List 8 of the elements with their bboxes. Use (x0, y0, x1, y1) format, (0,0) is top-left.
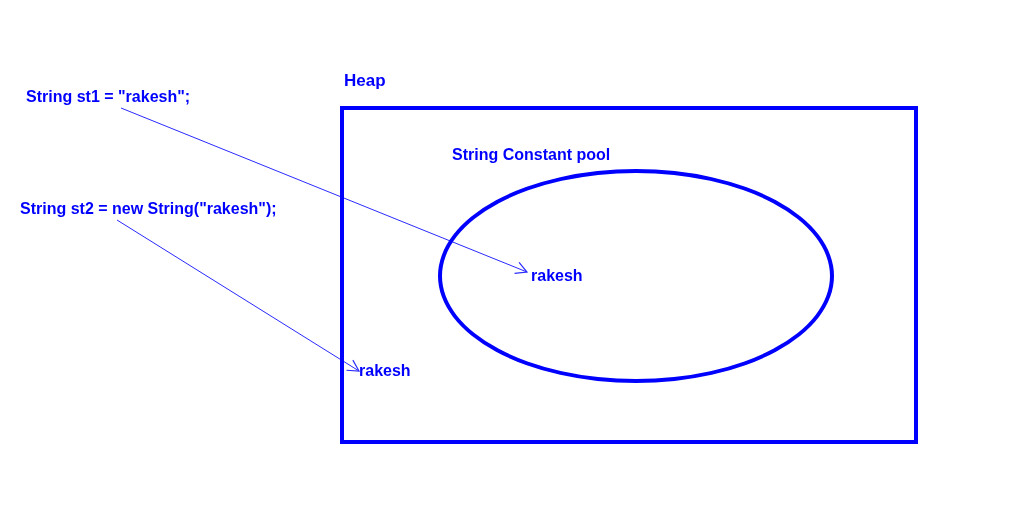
code-text: rakesh (359, 360, 421, 382)
arrow (120, 107, 528, 275)
arrow (116, 219, 360, 372)
heading-text: Heap (344, 70, 386, 92)
heading-text: String Constant pool (452, 145, 611, 165)
code-text: String st2 = new String("rakesh"); (20, 198, 320, 220)
code-text: String st1 = "rakesh"; (26, 86, 226, 108)
code-text: rakesh (531, 265, 593, 287)
